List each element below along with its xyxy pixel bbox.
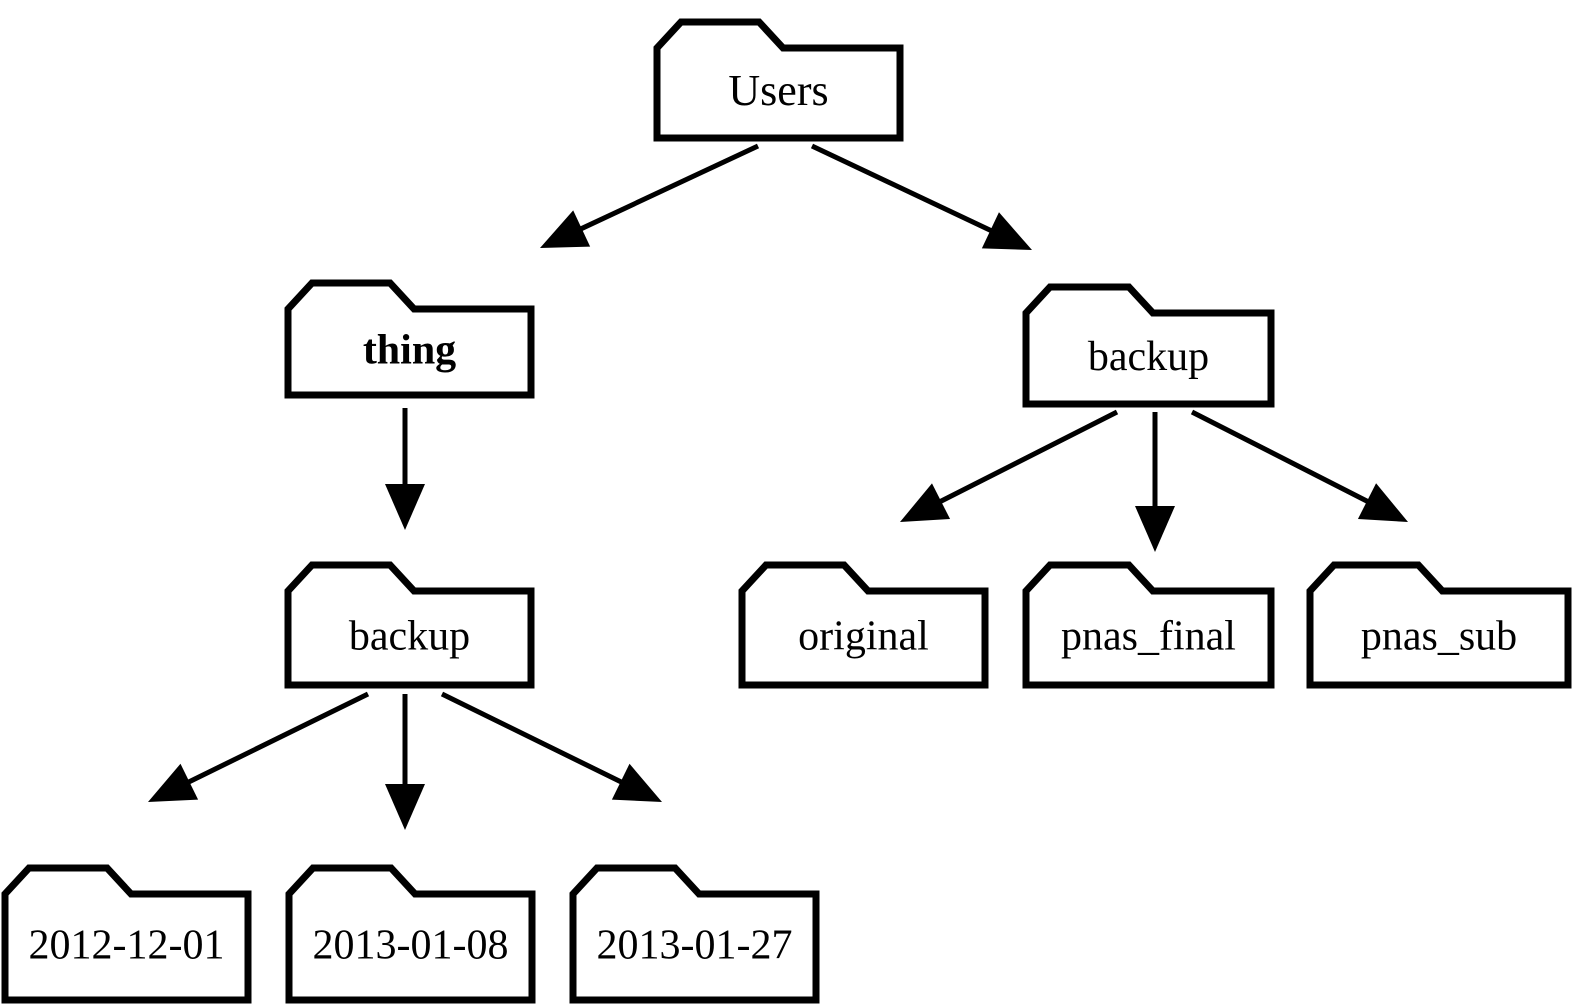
folder-label: thing (363, 328, 456, 374)
edges-layer (148, 143, 1408, 830)
edge-line (1190, 409, 1374, 507)
folder-node[interactable]: thing (284, 279, 535, 399)
folder-node[interactable]: Users (653, 18, 904, 142)
edge-arrowhead-icon (385, 484, 425, 530)
folder-node[interactable]: 2013-01-27 (569, 864, 820, 1004)
folder-node[interactable]: backup (284, 561, 535, 689)
tree-edge (148, 691, 370, 802)
edge-line (575, 143, 760, 234)
edge-arrowhead-icon (385, 784, 425, 830)
folder-icon (1, 864, 252, 1004)
folder-icon (284, 279, 535, 399)
folder-node[interactable]: pnas_sub (1306, 561, 1572, 689)
edge-arrowhead-icon (981, 212, 1032, 250)
tree-edge (900, 409, 1119, 522)
folder-node[interactable]: 2012-12-01 (1, 864, 252, 1004)
folder-icon (653, 18, 904, 142)
folder-label: 2013-01-27 (597, 923, 793, 969)
tree-edge (1190, 409, 1408, 522)
edge-arrowhead-icon (611, 763, 662, 802)
edge-line (440, 691, 628, 787)
folder-label: 2012-12-01 (29, 923, 225, 969)
edge-arrowhead-icon (1135, 506, 1175, 552)
folder-icon (285, 864, 536, 1004)
folder-node[interactable]: 2013-01-08 (285, 864, 536, 1004)
edge-arrowhead-icon (148, 763, 199, 802)
edge-arrowhead-icon (540, 210, 591, 248)
nodes-layer: Users thing backup backup original pnas_final… (1, 18, 1572, 1004)
edge-line (934, 409, 1119, 507)
folder-label: backup (1088, 334, 1209, 380)
tree-edge (440, 691, 662, 802)
folder-label: pnas_sub (1361, 614, 1517, 660)
edge-line (182, 691, 370, 787)
folder-icon (1022, 283, 1275, 408)
folder-label: pnas_final (1061, 614, 1236, 660)
tree-edge (385, 408, 425, 530)
folder-icon (738, 561, 989, 689)
folder-node[interactable]: backup (1022, 283, 1275, 408)
folder-icon (1022, 561, 1275, 689)
folder-icon (569, 864, 820, 1004)
folder-icon (1306, 561, 1572, 689)
folder-icon (284, 561, 535, 689)
folder-label: backup (349, 614, 470, 660)
tree-edge (1135, 412, 1175, 552)
folder-node[interactable]: pnas_final (1022, 561, 1275, 689)
edge-arrowhead-icon (900, 483, 951, 522)
tree-edge (385, 694, 425, 830)
edge-line (810, 143, 997, 236)
tree-edge (810, 143, 1032, 250)
folder-label: 2013-01-08 (313, 923, 509, 969)
folder-label: original (798, 614, 929, 660)
tree-edge (540, 143, 760, 248)
folder-label: Users (728, 66, 828, 115)
edge-arrowhead-icon (1357, 483, 1408, 522)
folder-node[interactable]: original (738, 561, 989, 689)
